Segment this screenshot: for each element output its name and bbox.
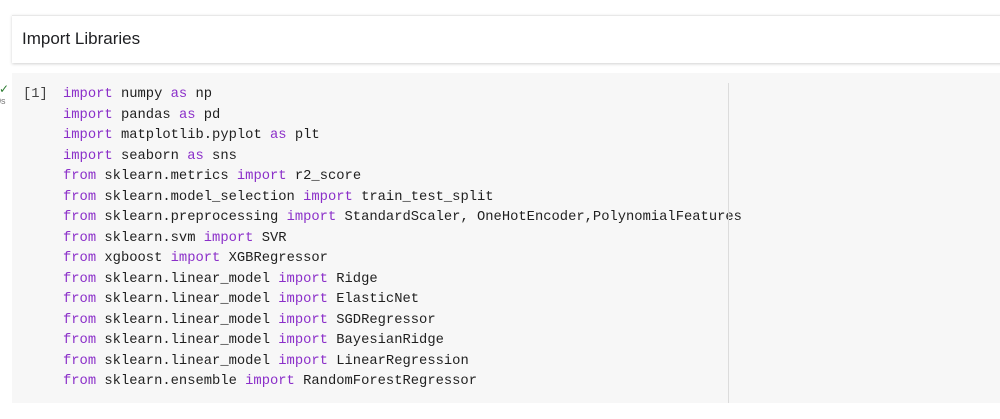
code-line: import numpy as np: [63, 85, 742, 106]
code-token: StandardScaler, OneHotEncoder,Polynomial…: [336, 210, 742, 225]
code-line: from sklearn.preprocessing import Standa…: [63, 208, 742, 229]
code-token: pandas: [112, 107, 179, 123]
code-token: ElasticNet: [327, 292, 420, 307]
code-token: sklearn.ensemble: [96, 374, 246, 389]
code-token: SGDRegressor: [327, 312, 436, 328]
code-keyword: from: [63, 169, 97, 184]
code-line: from sklearn.ensemble import RandomFores…: [63, 372, 742, 393]
code-keyword: import: [245, 374, 295, 389]
code-line: from sklearn.linear_model import SGDRegr…: [63, 311, 742, 332]
code-token: Ridge: [327, 271, 378, 287]
code-token: sklearn.svm: [96, 230, 204, 246]
code-keyword: from: [63, 251, 97, 266]
code-line: from sklearn.metrics import r2_score: [63, 167, 742, 188]
code-keyword: import: [303, 189, 353, 205]
code-token: sklearn.linear_model: [96, 312, 279, 328]
code-token: BayesianRidge: [327, 333, 444, 348]
code-keyword: from: [63, 353, 97, 369]
code-keyword: as: [270, 128, 287, 143]
code-token: r2_score: [286, 169, 362, 184]
code-token: sklearn.linear_model: [96, 353, 279, 369]
code-keyword: import: [278, 353, 328, 369]
code-keyword: from: [63, 189, 97, 205]
code-line: import matplotlib.pyplot as plt: [63, 126, 742, 147]
execution-count: [1]: [23, 87, 48, 102]
code-keyword: from: [63, 230, 97, 246]
code-keyword: import: [203, 230, 254, 246]
code-token: LinearRegression: [327, 353, 469, 369]
code-keyword: from: [63, 312, 97, 328]
execution-status: ✓ 0s: [0, 82, 10, 112]
code-keyword: import: [278, 333, 328, 348]
code-line: from sklearn.linear_model import Bayesia…: [63, 331, 742, 352]
code-keyword: as: [187, 148, 204, 164]
code-keyword: import: [63, 128, 113, 143]
code-line: from sklearn.model_selection import trai…: [63, 188, 742, 209]
code-keyword: from: [63, 374, 97, 389]
code-keyword: import: [278, 292, 328, 307]
code-keyword: import: [63, 148, 113, 164]
code-token: SVR: [253, 230, 287, 246]
code-keyword: from: [63, 292, 97, 307]
code-token: train_test_split: [352, 189, 494, 205]
code-keyword: import: [286, 210, 337, 225]
code-line: import pandas as pd: [63, 106, 742, 127]
code-token: plt: [286, 128, 320, 143]
check-icon: ✓: [0, 82, 10, 96]
code-keyword: from: [63, 333, 97, 348]
code-token: matplotlib.pyplot: [112, 128, 270, 143]
execution-time: 0s: [0, 96, 6, 106]
line-length-ruler: [728, 83, 729, 403]
code-token: RandomForestRegressor: [294, 374, 477, 389]
cell-heading: Import Libraries: [22, 29, 141, 48]
code-token: sklearn.metrics: [96, 169, 237, 184]
code-keyword: as: [178, 107, 196, 123]
markdown-cell[interactable]: Import Libraries: [12, 15, 1000, 63]
code-token: sklearn.preprocessing: [96, 210, 287, 225]
code-line: from xgboost import XGBRegressor: [63, 249, 742, 270]
code-keyword: import: [63, 107, 113, 123]
code-line: import seaborn as sns: [63, 147, 742, 168]
code-token: np: [187, 87, 213, 102]
code-keyword: from: [63, 210, 97, 225]
code-token: sklearn.model_selection: [96, 189, 304, 205]
code-line: from sklearn.linear_model import Ridge: [63, 270, 742, 291]
code-line: from sklearn.svm import SVR: [63, 229, 742, 250]
code-token: pd: [195, 107, 221, 123]
code-token: xgboost: [96, 251, 171, 266]
code-token: numpy: [112, 87, 171, 102]
code-line: from sklearn.linear_model import LinearR…: [63, 352, 742, 373]
code-keyword: import: [278, 271, 328, 287]
code-token: XGBRegressor: [220, 251, 328, 266]
code-token: sklearn.linear_model: [96, 271, 279, 287]
code-keyword: as: [170, 87, 188, 102]
code-keyword: import: [236, 169, 287, 184]
code-keyword: import: [170, 251, 221, 266]
code-token: sns: [203, 148, 237, 164]
code-keyword: import: [278, 312, 328, 328]
code-keyword: import: [63, 87, 113, 102]
code-line: from sklearn.linear_model import Elastic…: [63, 290, 742, 311]
code-token: sklearn.linear_model: [96, 292, 279, 307]
code-token: seaborn: [112, 148, 188, 164]
code-keyword: from: [63, 271, 97, 287]
code-token: sklearn.linear_model: [96, 333, 279, 348]
